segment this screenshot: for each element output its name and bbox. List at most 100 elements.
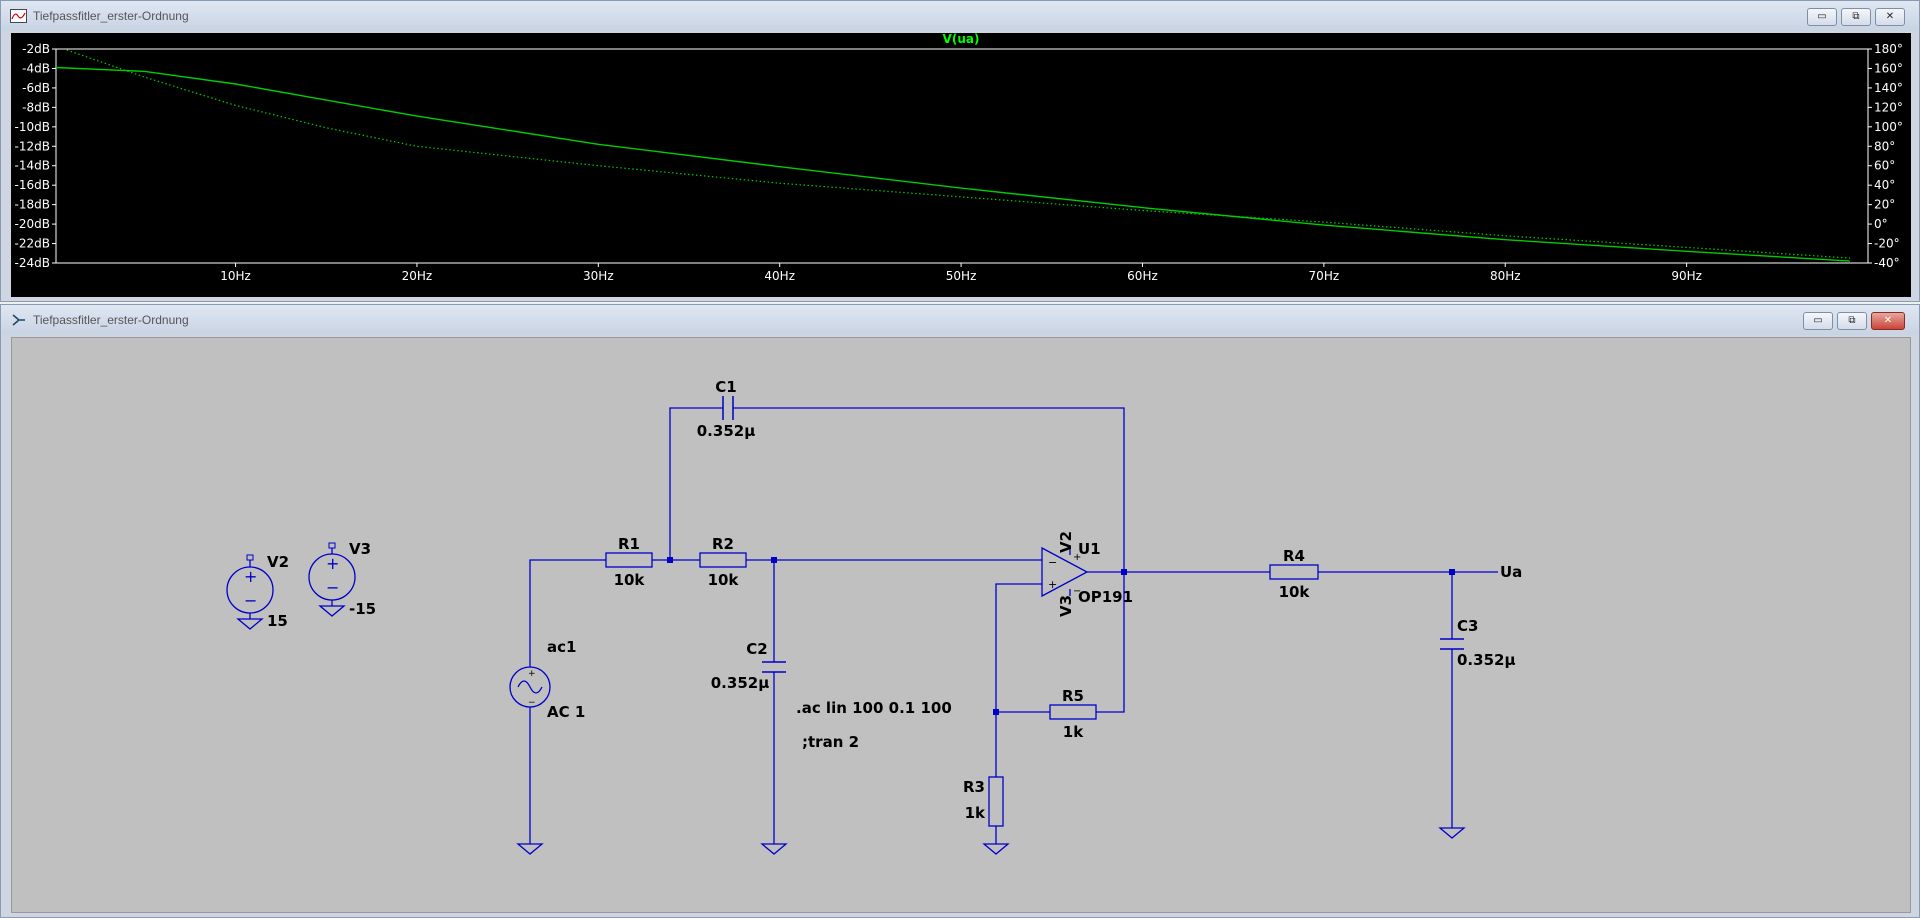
opamp-u1[interactable]: − + + − U1 OP191 V2 V3 [1041, 531, 1133, 617]
y-tick-label: -20dB [15, 217, 50, 231]
ground-icon [760, 843, 788, 855]
schematic-titlebar[interactable]: Tiefpassfitler_erster-Ordnung ▭ ⧉ ✕ [1, 305, 1919, 335]
waveform-window: Tiefpassfitler_erster-Ordnung ▭ ⧉ ✕ V(ua… [0, 0, 1920, 302]
r1-value: 10k [614, 571, 646, 589]
capacitor-c3[interactable]: C3 0.352µ [1440, 617, 1515, 669]
schematic-canvas[interactable]: C1 0.352µ R1 10k R2 10k C2 0.352µ [11, 337, 1911, 913]
trace-label[interactable]: V(ua) [943, 32, 980, 46]
plot-frame [55, 48, 1869, 264]
y-tick-label: -18dB [15, 198, 50, 212]
minimize-button[interactable]: ▭ [1803, 312, 1833, 330]
ac1-minus: − [528, 698, 536, 708]
ac1-value: AC 1 [547, 703, 585, 721]
opamp-supply-plus: + [1073, 552, 1081, 563]
ground-icon [236, 618, 264, 630]
voltage-source-ac1[interactable]: + − ac1 AC 1 [509, 638, 585, 721]
schematic-window-title: Tiefpassfitler_erster-Ordnung [33, 313, 189, 327]
ground-icon [516, 843, 544, 855]
y-tick-label: -10dB [15, 120, 50, 134]
close-button[interactable]: ✕ [1875, 8, 1905, 26]
x-tick-label: 70Hz [1309, 269, 1340, 283]
r5-label: R5 [1062, 687, 1084, 705]
x-tick-label: 50Hz [946, 269, 977, 283]
y-tick-label: -16dB [15, 178, 50, 192]
restore-button[interactable]: ⧉ [1837, 312, 1867, 330]
schematic-app-icon [12, 314, 25, 326]
y2-tick-label: 0° [1874, 217, 1888, 231]
y2-tick-label: 20° [1874, 198, 1895, 212]
r5-value: 1k [1063, 723, 1084, 741]
waveform-plot-pane[interactable]: V(ua) -2dB-4dB-6dB-8dB-10dB-12dB-14dB-16… [11, 32, 1911, 297]
v3-plus: + [326, 554, 339, 573]
close-icon: ✕ [1883, 315, 1893, 326]
voltage-source-v3[interactable]: + − V3 -15 [308, 540, 376, 618]
net-label-ua[interactable]: Ua [1500, 563, 1522, 581]
ac1-label: ac1 [547, 638, 576, 656]
resistor-r2[interactable]: R2 10k [699, 535, 747, 589]
x-tick-label: 20Hz [402, 269, 433, 283]
capacitor-c1[interactable]: C1 0.352µ [697, 378, 755, 440]
capacitor-c2[interactable]: C2 0.352µ [711, 640, 786, 692]
schematic-window: Tiefpassfitler_erster-Ordnung ▭ ⧉ ✕ [0, 304, 1920, 918]
ground-icon [1438, 827, 1466, 839]
x-tick-label: 30Hz [583, 269, 614, 283]
y2-tick-label: -40° [1874, 256, 1900, 270]
junctions [667, 557, 1455, 715]
close-button[interactable]: ✕ [1871, 312, 1905, 330]
x-tick-label: 10Hz [220, 269, 251, 283]
opamp-minus: − [1048, 556, 1057, 569]
x-tick-label: 90Hz [1671, 269, 1702, 283]
x-tick-label: 80Hz [1490, 269, 1521, 283]
y-tick-label: -6dB [22, 81, 50, 95]
restore-icon: ⧉ [1852, 11, 1860, 22]
resistor-r3[interactable]: R3 1k [963, 776, 1004, 827]
y-tick-label: -4dB [22, 61, 50, 75]
v2-label: V2 [267, 553, 289, 571]
x-tick-label: 60Hz [1127, 269, 1158, 283]
ac-directive[interactable]: .ac lin 100 0.1 100 [796, 699, 952, 717]
y2-tick-label: 140° [1874, 81, 1903, 95]
phase-trace[interactable] [66, 49, 1850, 259]
minimize-icon: ▭ [1813, 315, 1823, 326]
minimize-icon: ▭ [1817, 11, 1827, 22]
y-tick-label: -8dB [22, 100, 50, 114]
minimize-button[interactable]: ▭ [1807, 8, 1837, 26]
v3-minus: − [326, 578, 339, 597]
v2-value: 15 [267, 612, 288, 630]
y-tick-label: -12dB [15, 139, 50, 153]
y2-tick-label: 120° [1874, 100, 1903, 114]
u1-v2-pin: V2 [1057, 531, 1075, 553]
tran-directive[interactable]: ;tran 2 [802, 733, 859, 751]
voltage-source-v2[interactable]: + − V2 15 [226, 553, 289, 630]
schematic-drawing[interactable]: C1 0.352µ R1 10k R2 10k C2 0.352µ [12, 338, 1912, 914]
c3-value: 0.352µ [1457, 651, 1515, 669]
y2-tick-label: 160° [1874, 61, 1903, 75]
opamp-supply-minus: − [1073, 586, 1081, 597]
restore-icon: ⧉ [1848, 315, 1856, 326]
resistor-r1[interactable]: R1 10k [605, 535, 653, 589]
c1-value: 0.352µ [697, 422, 755, 440]
ground-icon [982, 843, 1010, 855]
ground-symbols [236, 605, 1466, 855]
v2-plus: + [244, 567, 257, 586]
x-tick-label: 40Hz [764, 269, 795, 283]
v3-label: V3 [349, 540, 371, 558]
u1-label: U1 [1078, 540, 1101, 558]
sine-icon [517, 680, 543, 694]
waveform-app-icon [10, 9, 27, 23]
wires [529, 407, 1498, 844]
v2-minus: − [244, 591, 257, 610]
waveform-plot[interactable]: V(ua) -2dB-4dB-6dB-8dB-10dB-12dB-14dB-16… [11, 32, 1911, 297]
ground-icon [318, 605, 346, 617]
c2-value: 0.352µ [711, 674, 769, 692]
resistor-r5[interactable]: R5 1k [1049, 687, 1097, 741]
c2-label: C2 [746, 640, 767, 658]
r1-label: R1 [618, 535, 640, 553]
u1-model: OP191 [1078, 588, 1133, 606]
restore-button[interactable]: ⧉ [1841, 8, 1871, 26]
resistor-r4[interactable]: R4 10k [1269, 547, 1319, 601]
waveform-titlebar[interactable]: Tiefpassfitler_erster-Ordnung ▭ ⧉ ✕ [1, 1, 1919, 31]
y-tick-label: -22dB [15, 237, 50, 251]
magnitude-trace[interactable] [55, 66, 1850, 262]
c3-label: C3 [1457, 617, 1478, 635]
